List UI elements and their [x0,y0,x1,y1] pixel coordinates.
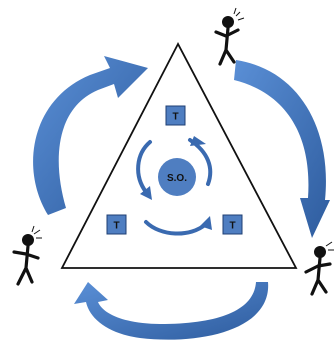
team-box-left: T [106,214,127,235]
center-node: S.O. [158,158,196,196]
inner-arrows [136,136,213,236]
stick-figure-icon [304,241,334,296]
inner-arrow-bottom-head [200,216,212,230]
outer-arrow-top-left [33,56,148,215]
inner-arrow-left-head [140,186,152,200]
center-circle [158,158,196,196]
stick-figure-icon [214,7,245,66]
outer-arrow-bottom [74,282,269,340]
stick-figure-icon [12,225,42,286]
team-box-top-label: T [172,112,178,123]
team-box-top: T [165,105,186,126]
center-label: S.O. [167,173,187,184]
outer-arrow-right [234,60,330,238]
outer-arrows [33,56,330,340]
inner-arrow-bottom [144,220,208,236]
team-box-left-label: T [113,221,119,232]
team-box-right: T [222,214,243,235]
inner-arrow-left [136,140,152,194]
triangle [60,42,298,269]
team-box-right-label: T [229,221,235,232]
inner-arrow-right-head [190,136,206,146]
